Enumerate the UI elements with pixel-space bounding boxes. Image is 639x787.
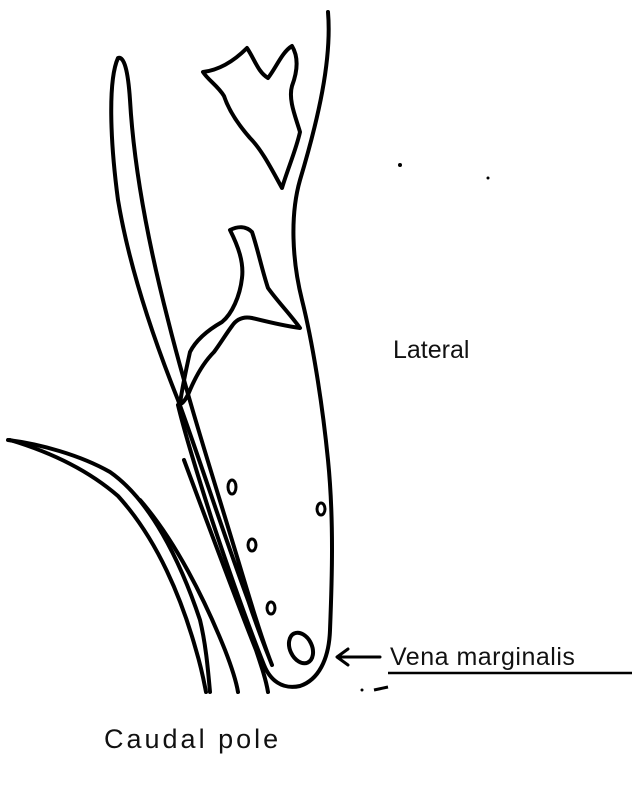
label-vena-marginalis: Vena marginalis [390,643,575,671]
lower-left-curve-inner [10,440,206,692]
vessel-oval-1 [228,480,236,494]
main-body-outline [178,12,332,687]
speck [398,163,402,167]
upper-irregular-structure [203,46,300,188]
lower-left-curve-outer [8,440,210,692]
speck [361,689,364,692]
label-caudal-pole: Caudal pole [104,724,281,754]
middle-irregular-structure [180,227,300,404]
vessel-oval-4 [267,602,275,614]
vessel-oval-3 [248,539,256,551]
vena-marginalis-vessel [284,629,317,667]
speck [487,177,490,180]
vessel-oval-2 [317,503,325,515]
label-lateral: Lateral [393,336,469,364]
dash-mark [374,687,388,690]
